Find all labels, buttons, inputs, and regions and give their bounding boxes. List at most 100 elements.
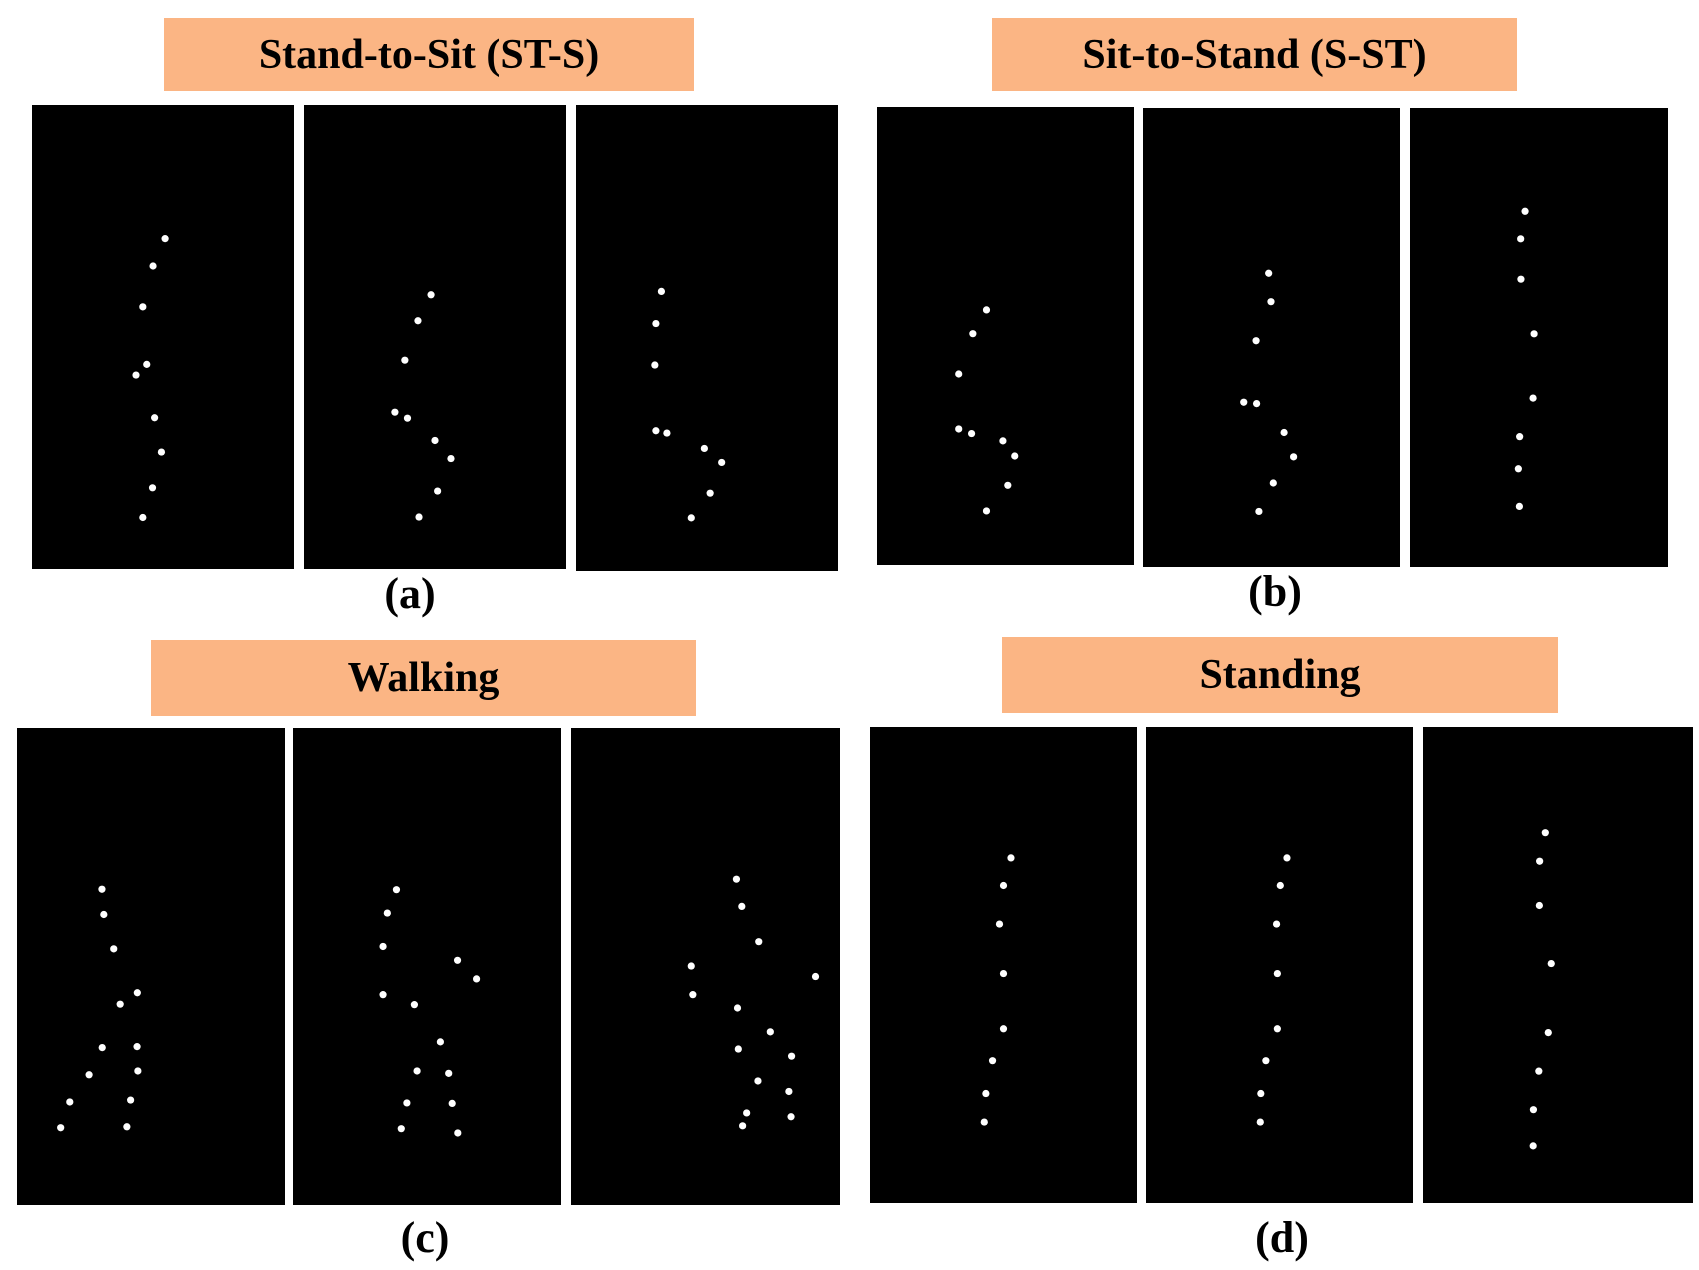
joint-dot bbox=[787, 1113, 795, 1121]
joint-dot bbox=[1280, 428, 1288, 437]
joint-dot bbox=[999, 437, 1007, 445]
joint-dot bbox=[383, 909, 391, 917]
panel-b-title: Sit-to-Stand (S-ST) bbox=[992, 18, 1517, 91]
joint-dot bbox=[397, 1125, 405, 1133]
joint-dot bbox=[1517, 275, 1525, 283]
joint-dot bbox=[1267, 298, 1275, 306]
skeleton-joints bbox=[980, 854, 1015, 1126]
joint-dot bbox=[1007, 854, 1015, 862]
skeleton-joints bbox=[651, 287, 726, 522]
joint-dot bbox=[652, 427, 660, 435]
joint-dot bbox=[969, 330, 977, 338]
joint-dot bbox=[1536, 857, 1544, 865]
joint-dot bbox=[454, 1129, 462, 1137]
joint-dot bbox=[1529, 394, 1537, 402]
joint-dot bbox=[733, 1004, 742, 1012]
joint-dot bbox=[149, 262, 157, 270]
panel-b-frame-3 bbox=[1410, 108, 1668, 567]
joint-dot bbox=[1273, 969, 1281, 978]
joint-dot bbox=[445, 1069, 453, 1077]
joint-dot bbox=[151, 414, 159, 422]
joint-dot bbox=[392, 886, 401, 894]
joint-dot bbox=[732, 875, 741, 883]
skeleton-joints bbox=[132, 235, 169, 522]
panel-a-frame-3 bbox=[576, 105, 838, 571]
joint-dot bbox=[652, 319, 660, 328]
joint-dot bbox=[811, 972, 820, 981]
joint-dot bbox=[413, 1067, 421, 1075]
joint-dot bbox=[754, 1077, 762, 1085]
joint-dot bbox=[1252, 399, 1261, 408]
joint-dot bbox=[955, 370, 963, 378]
joint-dot bbox=[1521, 207, 1529, 215]
joint-dot bbox=[999, 881, 1008, 890]
joint-dot bbox=[1541, 829, 1549, 837]
joint-dot bbox=[1514, 465, 1522, 473]
joint-dot bbox=[401, 356, 409, 364]
panel-d-frame-2 bbox=[1146, 727, 1413, 1203]
joint-dot bbox=[133, 989, 141, 997]
joint-dot bbox=[434, 487, 442, 495]
joint-dot bbox=[1240, 398, 1248, 406]
joint-dot bbox=[157, 448, 166, 456]
joint-dot bbox=[453, 956, 462, 964]
joint-dot bbox=[657, 287, 666, 295]
joint-dot bbox=[999, 969, 1008, 978]
joint-dot bbox=[148, 484, 157, 492]
skeleton-joints bbox=[391, 291, 455, 521]
joint-dot bbox=[57, 1124, 65, 1132]
joint-dot bbox=[123, 1123, 131, 1131]
joint-dot bbox=[447, 454, 455, 463]
joint-dot bbox=[403, 1099, 411, 1107]
joint-dot bbox=[1255, 507, 1263, 516]
panel-c-frame-2 bbox=[293, 728, 561, 1205]
joint-dot bbox=[139, 303, 147, 311]
panel-d-frame-1 bbox=[870, 727, 1137, 1203]
joint-dot bbox=[1517, 235, 1525, 243]
joint-dot bbox=[1515, 502, 1523, 511]
panel-a-title: Stand-to-Sit (ST-S) bbox=[164, 18, 694, 91]
joint-dot bbox=[472, 975, 481, 983]
joint-dot bbox=[718, 458, 726, 467]
joint-dot bbox=[1262, 1057, 1270, 1065]
joint-dot bbox=[85, 1071, 93, 1079]
joint-dot bbox=[1529, 1106, 1538, 1114]
joint-dot bbox=[988, 1057, 997, 1065]
joint-dot bbox=[689, 991, 697, 999]
joint-dot bbox=[663, 429, 671, 437]
joint-dot bbox=[1265, 269, 1273, 277]
joint-dot bbox=[100, 910, 108, 919]
joint-dot bbox=[734, 1045, 742, 1053]
joint-dot bbox=[982, 507, 991, 515]
joint-dot bbox=[66, 1098, 74, 1106]
joint-dot bbox=[132, 371, 140, 379]
panel-b-frame-1 bbox=[877, 107, 1134, 565]
panel-d-caption: (d) bbox=[1255, 1213, 1309, 1262]
joint-dot bbox=[379, 991, 387, 999]
joint-dot bbox=[700, 444, 708, 453]
joint-dot bbox=[967, 429, 976, 438]
joint-dot bbox=[1252, 337, 1260, 345]
joint-dot bbox=[1290, 453, 1298, 461]
joint-dot bbox=[1276, 881, 1284, 890]
joint-dot bbox=[98, 885, 106, 893]
joint-dot bbox=[706, 489, 714, 497]
joint-dot bbox=[1544, 1028, 1552, 1037]
joint-dot bbox=[427, 291, 435, 299]
joint-dot bbox=[785, 1087, 793, 1096]
joint-dot bbox=[133, 1043, 141, 1051]
joint-dot bbox=[379, 942, 387, 951]
joint-dot bbox=[116, 1000, 124, 1008]
joint-dot bbox=[403, 414, 412, 422]
joint-dot bbox=[127, 1096, 135, 1104]
panel-c-title: Walking bbox=[151, 640, 696, 716]
joint-dot bbox=[139, 513, 147, 522]
panel-a-caption: (a) bbox=[384, 569, 436, 618]
panel-b-frame-2 bbox=[1143, 108, 1400, 567]
joint-dot bbox=[1269, 479, 1277, 487]
panel-d-frame-3 bbox=[1423, 727, 1693, 1203]
skeleton-joints bbox=[57, 885, 142, 1132]
joint-dot bbox=[1257, 1089, 1265, 1098]
joint-dot bbox=[161, 235, 169, 243]
skeleton-joints bbox=[955, 306, 1019, 515]
